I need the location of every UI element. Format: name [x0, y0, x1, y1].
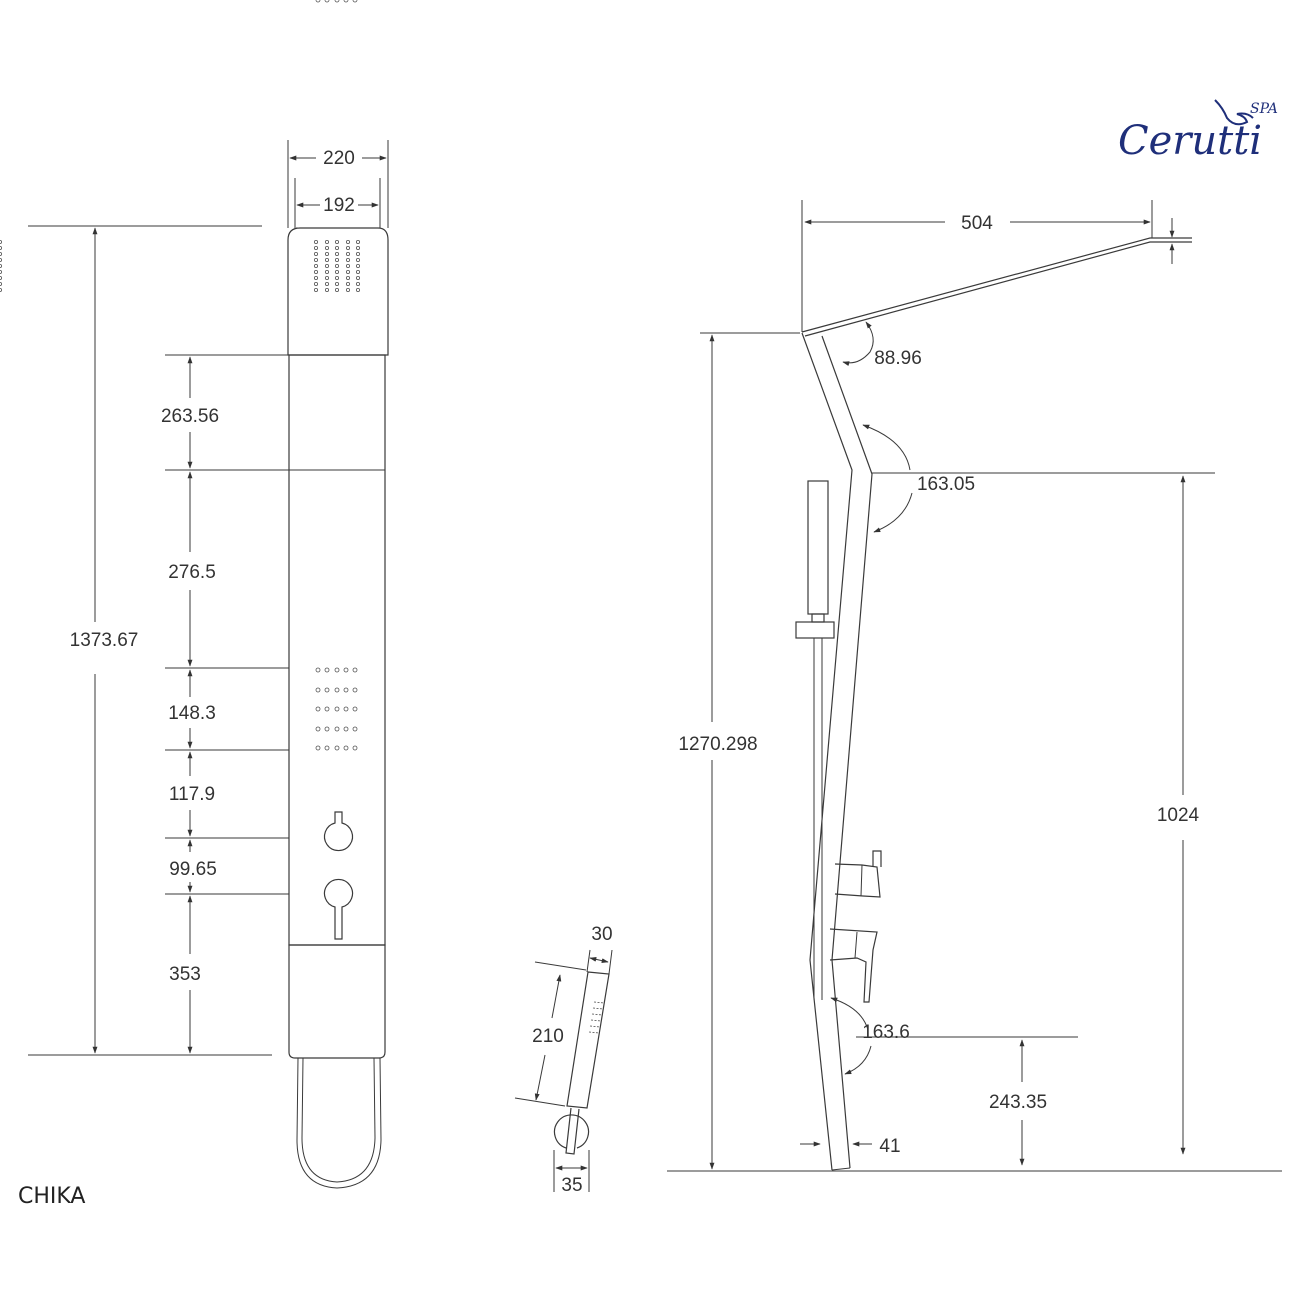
- dim-low-bend-height: 243.35: [989, 1092, 1047, 1113]
- dim-top-reach: 504: [961, 213, 993, 234]
- brand-logo: Cerutti SPA: [1118, 99, 1278, 164]
- dim-segment-2: 276.5: [168, 562, 216, 583]
- dim-total-height: 1373.67: [70, 630, 139, 651]
- dim-bend-height: 1024: [1157, 805, 1200, 826]
- hand-shower-view: 30 210 35: [514, 924, 613, 1196]
- dim-hand-shower-width: 30: [591, 924, 612, 945]
- dim-segment-3: 148.3: [168, 703, 216, 724]
- model-name: CHIKA: [18, 1184, 85, 1209]
- dim-segment-5: 99.65: [169, 859, 217, 880]
- side-diverter-valve: [834, 850, 882, 898]
- dim-thickness: 41: [879, 1136, 900, 1157]
- side-view: 504 88.96 163.05 1270.298 1024 163.6 243…: [667, 200, 1282, 1172]
- angle-low: 163.6: [862, 1022, 910, 1043]
- hand-shower-jets: [588, 1001, 605, 1034]
- dim-segment-1: 263.56: [161, 406, 219, 427]
- dim-segment-6: 353: [169, 964, 201, 985]
- mixer-knob: [323, 878, 354, 940]
- brand-name: Cerutti: [1118, 118, 1262, 164]
- dim-width-inner: 192: [323, 195, 355, 216]
- dim-width-outer: 220: [323, 148, 355, 169]
- diverter-knob: [323, 811, 354, 852]
- dim-hand-shower-length: 210: [532, 1026, 564, 1047]
- dim-holder-width: 35: [561, 1175, 582, 1196]
- dim-segment-4: 117.9: [169, 784, 215, 805]
- side-mixer-valve: [829, 928, 878, 1003]
- body-jets: [315, 0, 358, 751]
- dim-side-total-height: 1270.298: [678, 734, 757, 755]
- angle-mid: 163.05: [917, 474, 975, 495]
- rain-nozzles: [0, 239, 361, 293]
- brand-suffix: SPA: [1250, 101, 1278, 117]
- front-view: 220 192 1373.67 263.56 276.5 148.3 117.9…: [0, 0, 389, 1189]
- angle-top: 88.96: [874, 348, 922, 369]
- side-hand-shower: [795, 480, 835, 1000]
- dolphin-icon: [1214, 99, 1254, 126]
